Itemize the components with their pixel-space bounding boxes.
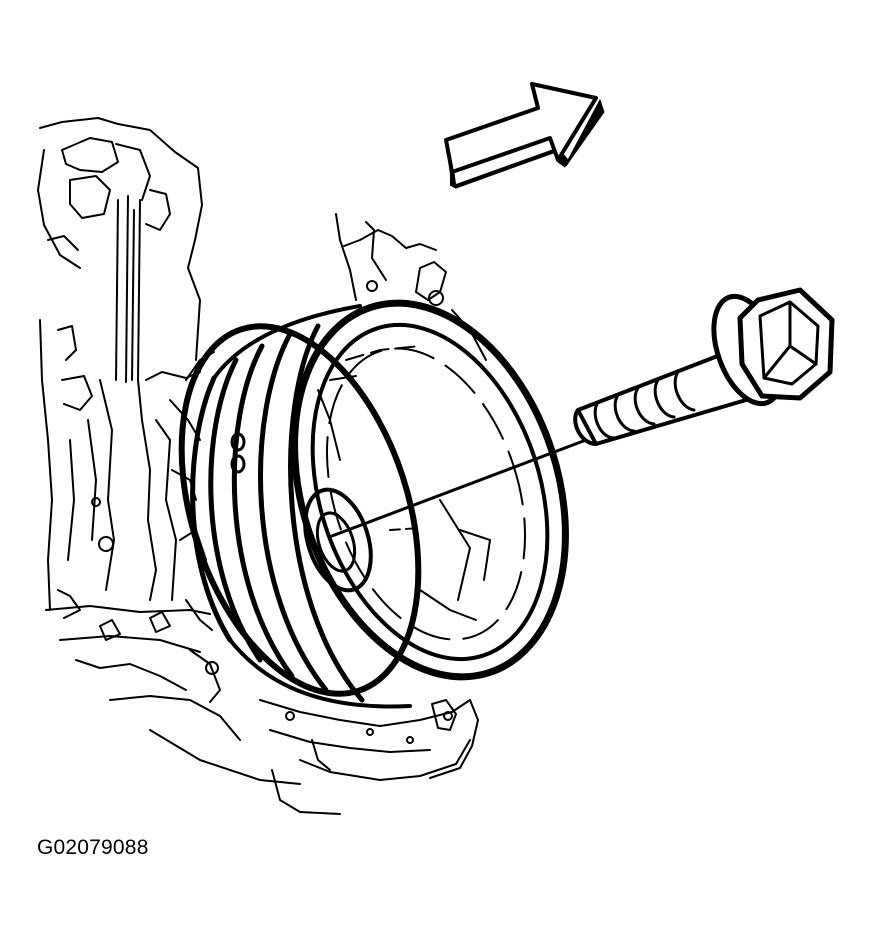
bolt-leader-line [332, 440, 586, 536]
balancer-bolt [332, 287, 832, 536]
direction-arrow [446, 84, 604, 188]
figure-id-label: G02079088 [37, 836, 149, 859]
crankshaft-balancer-pulley [139, 268, 611, 724]
engine-block-front [38, 118, 486, 814]
